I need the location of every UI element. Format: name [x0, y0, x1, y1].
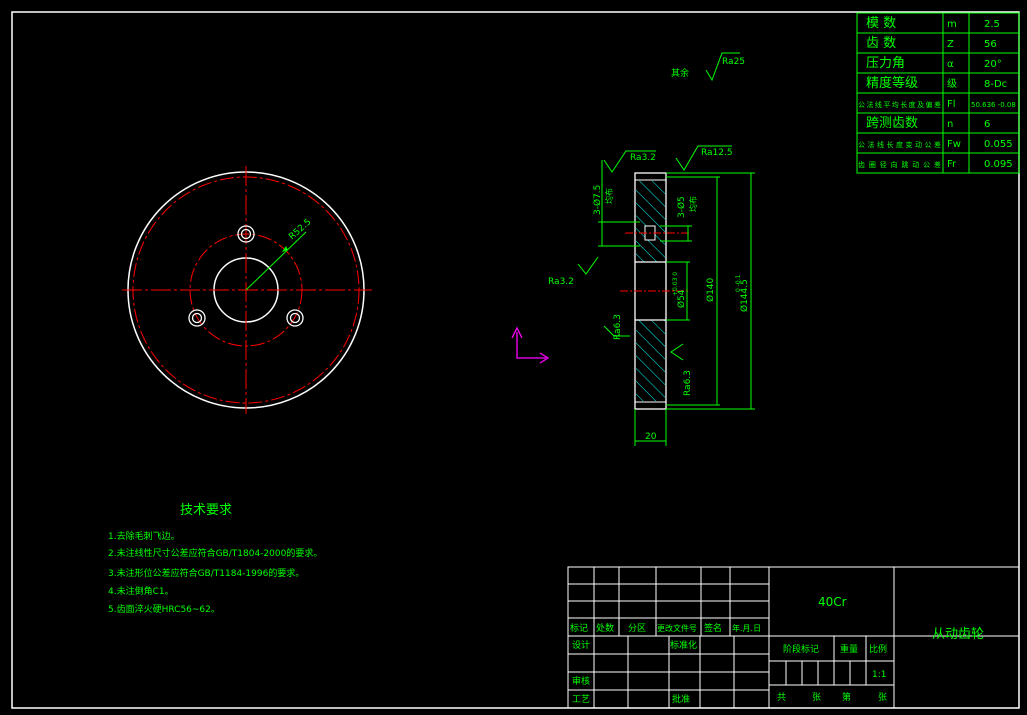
drawing-frame — [11, 11, 1020, 709]
sheet-total-a: 共 — [777, 692, 786, 703]
standard-label: 标准化 — [670, 639, 697, 651]
hole-left-label: 3-Ø7.5 — [592, 185, 603, 215]
width-dimension: 20 — [645, 432, 657, 442]
part-name: 从动齿轮 — [932, 627, 984, 642]
roughness-left: Ra3.2 — [548, 277, 574, 287]
param-label: 齿圈径向跳动公差 — [858, 160, 941, 169]
bore-tolerance: +0.03 0 — [672, 272, 679, 296]
param-symbol: n — [947, 119, 953, 130]
hatch-upper — [636, 181, 665, 262]
sheet-total-b: 张 — [812, 692, 821, 703]
rev-label: 分区 — [628, 623, 646, 634]
param-value: 8-Dc — [984, 79, 1007, 90]
param-label: 模 数 — [866, 16, 896, 31]
param-value: 20° — [984, 59, 1002, 70]
scale-value: 1:1 — [872, 670, 886, 680]
roughness-rest-label: 其余 — [671, 67, 689, 79]
radius-label: R52.5 — [287, 217, 313, 242]
param-symbol: Fr — [947, 159, 957, 170]
roughness-symbol — [577, 52, 740, 361]
title-block — [567, 566, 1020, 709]
param-value: 2.5 — [984, 19, 1000, 30]
pitch-dimension: Ø140 — [705, 277, 716, 302]
param-label: 精度等级 — [866, 75, 918, 91]
gear-parameter-table — [856, 12, 1020, 174]
gear-front-view: R52.5 — [122, 166, 372, 414]
hole-right-label: 3-Ø5 — [676, 196, 687, 218]
roughness-bottom-right: Ra6.3 — [683, 370, 693, 396]
param-label: 公法线平均长度及偏差 — [858, 100, 941, 109]
param-value: 0.055 — [984, 139, 1013, 150]
hole-left-sub: 均布 — [604, 188, 614, 204]
ucs-icon — [511, 326, 550, 364]
param-label: 公法线长度变动公差 — [858, 140, 941, 149]
tech-req-item: 4.未注倒角C1。 — [108, 585, 174, 597]
roughness-top-left: Ra3.2 — [630, 153, 656, 163]
tech-req-title: 技术要求 — [180, 503, 232, 518]
param-symbol: 级 — [947, 78, 957, 90]
hatch-lower — [636, 320, 665, 401]
roughness-rest-value: Ra25 — [722, 57, 745, 67]
scale-label: 比例 — [869, 643, 887, 655]
process-label: 工艺 — [572, 694, 590, 705]
rev-label: 更改文件号 — [657, 623, 697, 633]
rev-label: 标记 — [570, 622, 588, 634]
param-label: 压力角 — [866, 56, 905, 71]
tech-req-item: 1.去除毛刺飞边。 — [108, 530, 180, 542]
rev-label: 年.月.日 — [732, 623, 761, 633]
material-label: 40Cr — [818, 595, 847, 609]
bolt-hole — [188, 309, 206, 327]
sheet-no-a: 第 — [842, 691, 851, 703]
tech-req-item: 3.未注形位公差应符合GB/T1184-1996的要求。 — [108, 567, 304, 579]
bolt-hole — [286, 309, 304, 327]
param-value: 56 — [984, 39, 997, 50]
gear-parameter-rows: 模 数 m 2.5 齿 数 Z 56 压力角 α 20° 精度等级 级 8-Dc 公法线平均长度及偏差 F… — [858, 16, 1016, 170]
weight-label: 重量 — [840, 643, 858, 655]
tech-req-item: 2.未注线性尺寸公差应符合GB/T1804-2000的要求。 — [108, 547, 322, 559]
outer-dimension: Ø144.5 — [739, 279, 750, 312]
hole-right-sub: 均布 — [688, 196, 698, 212]
param-symbol: α — [947, 59, 954, 70]
design-label: 设计 — [572, 639, 590, 651]
param-value: 6 — [984, 119, 990, 130]
rev-label: 处数 — [596, 622, 614, 634]
roughness-top-right: Ra12.5 — [701, 148, 733, 158]
rev-label: 签名 — [704, 622, 722, 634]
param-label: 跨测齿数 — [866, 116, 918, 131]
roughness-bottom-left: Ra6.3 — [613, 314, 623, 340]
param-value: 0.095 — [984, 159, 1013, 170]
bolt-hole — [237, 225, 255, 243]
param-symbol: Fl — [947, 99, 956, 110]
param-symbol: m — [947, 19, 957, 30]
review-label: 审核 — [572, 675, 590, 687]
radius-leader — [245, 231, 307, 291]
tech-req-item: 5.齿面淬火硬HRC56~62。 — [108, 603, 220, 615]
technical-requirements: 技术要求 1.去除毛刺飞边。 2.未注线性尺寸公差应符合GB/T1804-200… — [108, 503, 322, 615]
bore-dimension: Ø54 — [676, 289, 687, 308]
param-symbol: Fw — [947, 139, 961, 150]
param-value: 50.636 -0.08 — [971, 101, 1016, 109]
outer-tolerance: 0 -0.1 — [735, 274, 742, 292]
gear-section-view: 其余 Ra25 Ra3.2 Ra12.5 Ra3.2 Ra6.3 Ra6.3 3… — [548, 52, 755, 446]
param-symbol: Z — [947, 39, 954, 50]
sheet-no-b: 张 — [878, 692, 887, 703]
param-label: 齿 数 — [866, 36, 896, 51]
radius-arrow — [282, 246, 288, 252]
approve-label: 批准 — [672, 693, 690, 705]
stage-mark-label: 阶段标记 — [783, 643, 819, 655]
